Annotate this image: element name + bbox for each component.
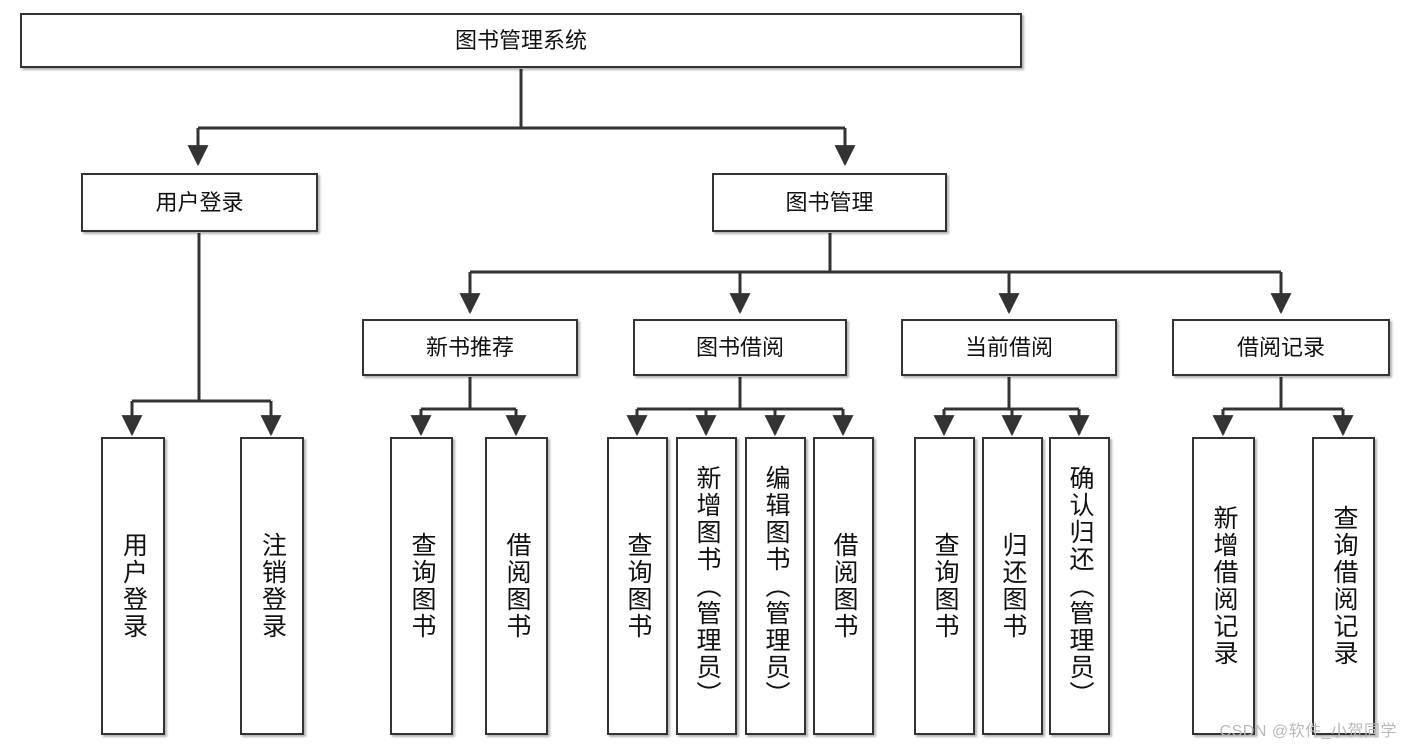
leaf-borrow-query-book-label: 查询图书 [624, 532, 652, 640]
node-current-borrow[interactable]: 当前借阅 [901, 319, 1117, 376]
leaf-records-add[interactable]: 新增借阅记录 [1192, 437, 1255, 735]
node-book-borrow-label: 图书借阅 [695, 334, 784, 360]
leaf-current-return-book-label: 归还图书 [999, 532, 1027, 640]
leaf-current-query-book-label: 查询图书 [931, 532, 959, 640]
node-current-borrow-label: 当前借阅 [964, 334, 1053, 360]
leaf-borrow-borrow-book[interactable]: 借阅图书 [813, 437, 874, 735]
node-borrow-records-label: 借阅记录 [1236, 334, 1325, 360]
node-new-book-recommend[interactable]: 新书推荐 [362, 319, 578, 376]
leaf-current-confirm-return[interactable]: 确认归还（管理员） [1049, 437, 1110, 735]
leaf-user-login-signout[interactable]: 注销登录 [240, 437, 304, 735]
leaf-new-book-query-label: 查询图书 [408, 532, 436, 640]
node-user-login-label: 用户登录 [155, 189, 244, 215]
leaf-user-login-signin[interactable]: 用户登录 [101, 437, 165, 735]
node-book-management-label: 图书管理 [785, 189, 874, 215]
leaf-borrow-edit-book[interactable]: 编辑图书（管理员） [745, 437, 806, 735]
node-borrow-records[interactable]: 借阅记录 [1172, 319, 1390, 376]
leaf-records-query-label: 查询借阅记录 [1330, 505, 1358, 667]
node-user-login[interactable]: 用户登录 [81, 173, 318, 232]
node-book-management[interactable]: 图书管理 [712, 173, 947, 232]
leaf-borrow-borrow-book-label: 借阅图书 [830, 532, 858, 640]
leaf-records-query[interactable]: 查询借阅记录 [1312, 437, 1375, 735]
leaf-borrow-query-book[interactable]: 查询图书 [607, 437, 668, 735]
leaf-new-book-borrow-label: 借阅图书 [503, 532, 531, 640]
leaf-new-book-borrow[interactable]: 借阅图书 [485, 437, 548, 735]
leaf-current-confirm-return-label: 确认归还（管理员） [1066, 464, 1094, 708]
node-book-borrow[interactable]: 图书借阅 [633, 319, 847, 376]
leaf-new-book-query[interactable]: 查询图书 [390, 437, 453, 735]
leaf-borrow-edit-book-label: 编辑图书（管理员） [762, 464, 790, 708]
leaf-user-login-signout-label: 注销登录 [258, 532, 287, 640]
leaf-current-return-book[interactable]: 归还图书 [982, 437, 1043, 735]
leaf-records-add-label: 新增借阅记录 [1210, 505, 1238, 667]
leaf-borrow-add-book[interactable]: 新增图书（管理员） [676, 437, 737, 735]
node-root-label: 图书管理系统 [454, 27, 587, 53]
node-new-book-recommend-label: 新书推荐 [425, 334, 514, 360]
leaf-borrow-add-book-label: 新增图书（管理员） [693, 464, 721, 708]
leaf-user-login-signin-label: 用户登录 [119, 532, 148, 640]
leaf-current-query-book[interactable]: 查询图书 [914, 437, 975, 735]
node-root[interactable]: 图书管理系统 [20, 13, 1022, 68]
